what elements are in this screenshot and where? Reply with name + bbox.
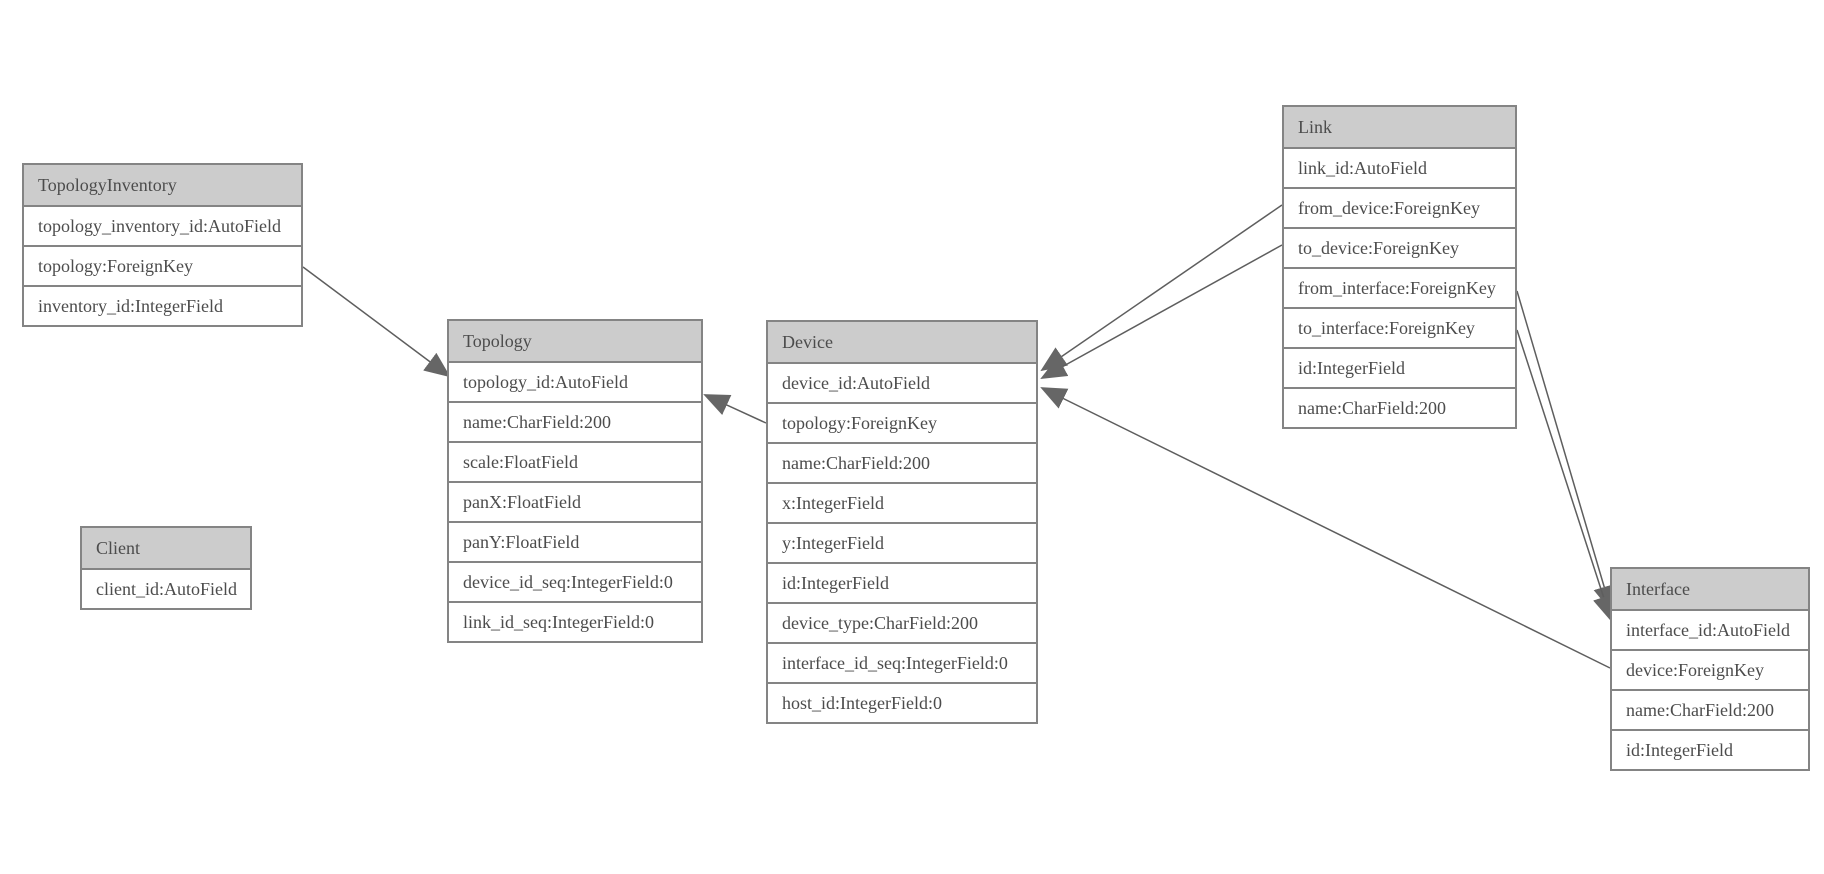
entity-field-row: device_type:CharField:200 — [768, 604, 1036, 644]
entity-field-row: device:ForeignKey — [1612, 651, 1808, 691]
entity-field-row: interface_id:AutoField — [1612, 611, 1808, 651]
entity-field-row: topology:ForeignKey — [24, 247, 301, 287]
relation-link-frominterface-interface — [1516, 290, 1615, 612]
relation-device-topology — [703, 394, 767, 424]
entity-topology: Topology topology_id:AutoField name:Char… — [447, 319, 703, 643]
relation-link-fromdevice-device — [1040, 204, 1283, 372]
entity-field-row: topology_inventory_id:AutoField — [24, 207, 301, 247]
entity-client: Client client_id:AutoField — [80, 526, 252, 610]
entity-title: Interface — [1612, 569, 1808, 611]
entity-field-row: id:IntegerField — [1612, 731, 1808, 769]
entity-field-row: name:CharField:200 — [768, 444, 1036, 484]
entity-field-row: topology_id:AutoField — [449, 363, 701, 403]
entity-field-row: host_id:IntegerField:0 — [768, 684, 1036, 722]
entity-field-row: panX:FloatField — [449, 483, 701, 523]
entity-title: Link — [1284, 107, 1515, 149]
entity-topology-inventory: TopologyInventory topology_inventory_id:… — [22, 163, 303, 327]
entity-field-row: name:CharField:200 — [1284, 389, 1515, 427]
entity-field-row: name:CharField:200 — [449, 403, 701, 443]
entity-field-row: y:IntegerField — [768, 524, 1036, 564]
entity-field-row: panY:FloatField — [449, 523, 701, 563]
entity-field-row: client_id:AutoField — [82, 570, 250, 608]
entity-field-row: scale:FloatField — [449, 443, 701, 483]
relation-link-todevice-device — [1040, 244, 1283, 379]
relation-topologyinventory-topology — [302, 266, 451, 378]
entity-field-row: to_device:ForeignKey — [1284, 229, 1515, 269]
entity-field-row: from_interface:ForeignKey — [1284, 269, 1515, 309]
entity-field-row: id:IntegerField — [768, 564, 1036, 604]
entity-title: Client — [82, 528, 250, 570]
entity-field-row: name:CharField:200 — [1612, 691, 1808, 731]
entity-field-row: interface_id_seq:IntegerField:0 — [768, 644, 1036, 684]
entity-field-row: link_id_seq:IntegerField:0 — [449, 603, 701, 641]
entity-title: TopologyInventory — [24, 165, 301, 207]
relation-link-tointerface-interface — [1516, 329, 1615, 622]
relation-interface-device — [1040, 387, 1611, 669]
entity-title: Device — [768, 322, 1036, 364]
entity-field-row: to_interface:ForeignKey — [1284, 309, 1515, 349]
entity-link: Link link_id:AutoField from_device:Forei… — [1282, 105, 1517, 429]
entity-field-row: link_id:AutoField — [1284, 149, 1515, 189]
entity-field-row: inventory_id:IntegerField — [24, 287, 301, 325]
entity-title: Topology — [449, 321, 701, 363]
entity-interface: Interface interface_id:AutoField device:… — [1610, 567, 1810, 771]
entity-field-row: device_id_seq:IntegerField:0 — [449, 563, 701, 603]
entity-field-row: device_id:AutoField — [768, 364, 1036, 404]
entity-field-row: id:IntegerField — [1284, 349, 1515, 389]
entity-field-row: topology:ForeignKey — [768, 404, 1036, 444]
entity-field-row: x:IntegerField — [768, 484, 1036, 524]
entity-field-row: from_device:ForeignKey — [1284, 189, 1515, 229]
entity-device: Device device_id:AutoField topology:Fore… — [766, 320, 1038, 724]
